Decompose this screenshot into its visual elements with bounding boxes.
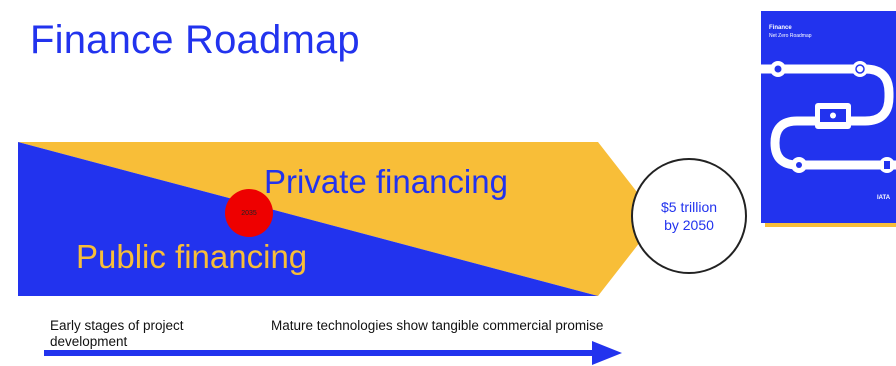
- target-amount: $5 trillion: [660, 199, 718, 215]
- public-financing-area: [18, 142, 598, 296]
- timeline-arrow-head: [592, 341, 622, 365]
- private-financing-area: [18, 142, 658, 296]
- roadmap-path: [761, 64, 896, 170]
- milestone-2035-marker: 2035: [225, 189, 273, 237]
- target-year: by 2050: [664, 217, 714, 233]
- page-title: Finance Roadmap: [30, 18, 360, 62]
- stage-mature-label: Mature technologies show tangible commer…: [271, 318, 604, 333]
- public-financing-label: Public financing: [76, 238, 308, 275]
- report-cover-title: Finance: [769, 25, 792, 31]
- roadmap-path-illustration: [761, 61, 896, 173]
- report-cover-shadow: [765, 221, 896, 227]
- stage-early-label: Early stages of project development: [50, 318, 184, 349]
- report-cover-thumbnail[interactable]: Finance Net Zero Roadmap IATA: [761, 11, 896, 223]
- financing-target-circle: $5 trillion by 2050: [631, 158, 747, 274]
- milestone-year: 2035: [241, 209, 257, 217]
- report-cover-subtitle: Net Zero Roadmap: [769, 33, 812, 39]
- target-icon: [852, 61, 868, 77]
- iata-logo: IATA: [877, 195, 891, 201]
- private-financing-label: Private financing: [264, 163, 508, 200]
